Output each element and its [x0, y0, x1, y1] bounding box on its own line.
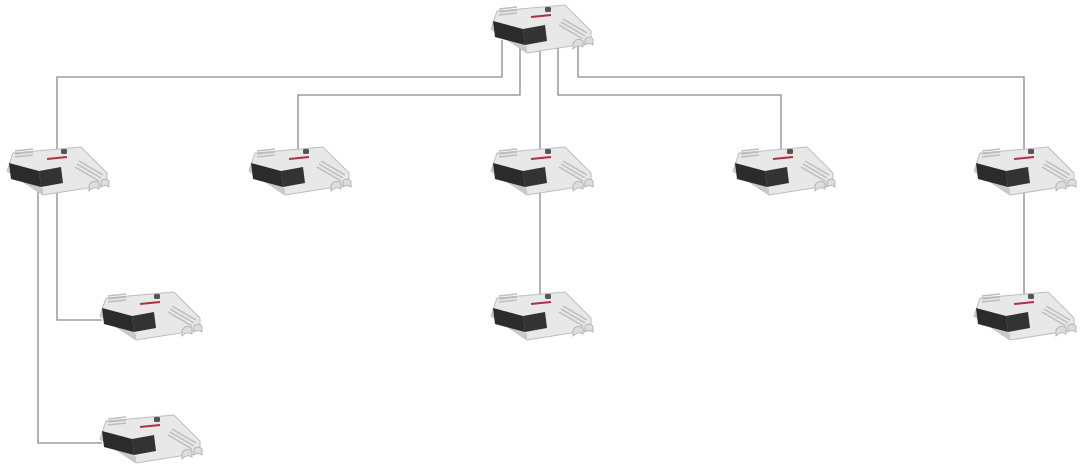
ecu-module-icon[interactable]	[490, 4, 594, 54]
ecu-module-icon[interactable]	[490, 291, 594, 341]
link-root-l1-a	[56, 40, 503, 150]
ecu-module-icon[interactable]	[99, 414, 203, 464]
ecu-nodes	[6, 4, 1077, 464]
link-l1-a-l2-a1	[56, 185, 102, 321]
ecu-module-icon[interactable]	[99, 291, 203, 341]
ecu-module-icon[interactable]	[490, 146, 594, 196]
ecu-module-icon[interactable]	[973, 146, 1077, 196]
link-root-l1-d	[557, 40, 782, 152]
link-l1-a-l2-a2	[37, 178, 102, 444]
link-root-l1-e	[577, 40, 1025, 152]
ecu-module-icon[interactable]	[732, 146, 836, 196]
ecu-module-icon[interactable]	[973, 291, 1077, 341]
connection-lines	[37, 40, 1025, 444]
ecu-module-icon[interactable]	[248, 146, 352, 196]
ecu-module-icon[interactable]	[6, 146, 110, 196]
link-root-l1-b	[297, 40, 521, 152]
